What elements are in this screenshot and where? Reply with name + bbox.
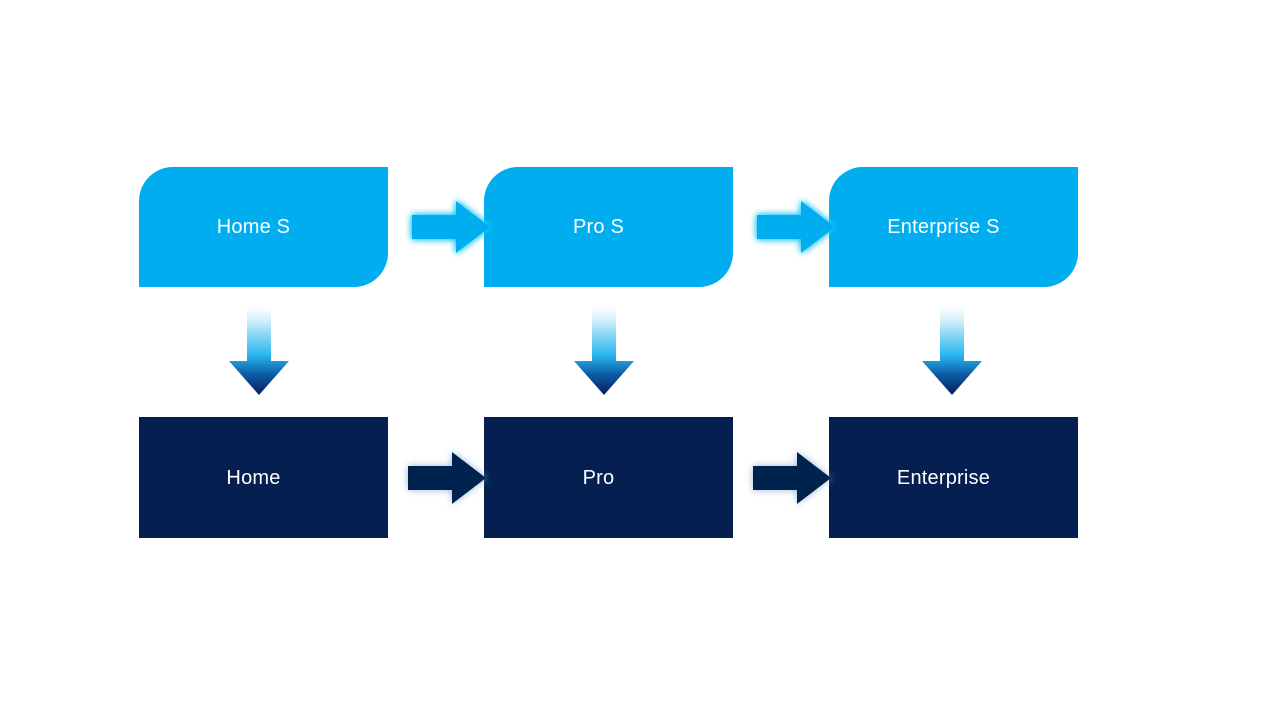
node-home-s-label: Home S — [216, 216, 291, 238]
node-pro-label: Pro — [582, 466, 615, 489]
arrow-right-icon — [408, 452, 486, 504]
arrow-down-icon — [922, 307, 982, 395]
node-enterprise[interactable]: Enterprise — [829, 417, 1078, 538]
node-enterprise-s-label: Enterprise S — [887, 216, 1000, 238]
node-enterprise-s[interactable]: Enterprise S — [829, 167, 1078, 287]
node-pro-s-label: Pro S — [572, 216, 625, 238]
node-home[interactable]: Home — [139, 417, 388, 538]
arrow-enterprise-s-to-enterprise — [915, 303, 989, 403]
arrow-pro-s-to-pro — [567, 303, 641, 403]
arrow-right-icon — [757, 201, 835, 253]
arrow-pro-to-enterprise — [745, 440, 841, 516]
node-enterprise-label: Enterprise — [896, 466, 991, 489]
node-pro[interactable]: Pro — [484, 417, 733, 538]
node-home-s[interactable]: Home S — [139, 167, 388, 287]
arrow-home-s-to-home — [222, 303, 296, 403]
arrow-down-icon — [229, 307, 289, 395]
arrow-right-icon — [412, 201, 490, 253]
arrow-right-icon — [753, 452, 831, 504]
node-home-label: Home — [226, 466, 281, 489]
node-pro-s[interactable]: Pro S — [484, 167, 733, 287]
arrow-down-icon — [574, 307, 634, 395]
arrow-home-to-pro — [400, 440, 496, 516]
